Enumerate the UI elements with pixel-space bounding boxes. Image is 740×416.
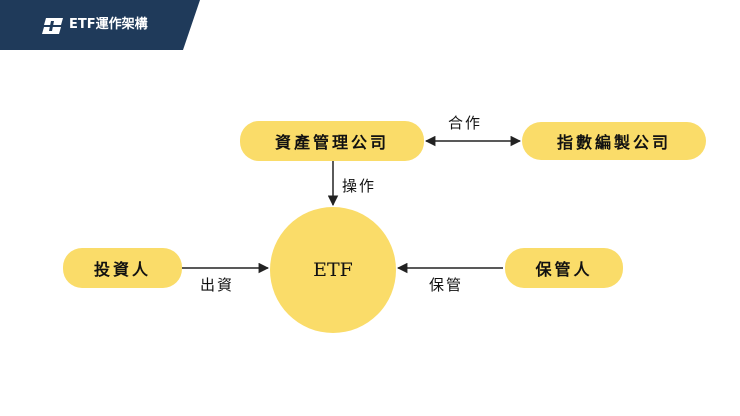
label-custody: 保管 [429, 276, 464, 294]
node-custodian: 保管人 [505, 248, 623, 288]
node-etf: ETF [270, 207, 396, 333]
label-cooperate: 合作 [448, 114, 483, 132]
label-operate: 操作 [342, 177, 377, 195]
label-invest: 出資 [200, 276, 235, 294]
header-title: ETF運作架構 [69, 17, 148, 32]
header-banner: ETF運作架構 [0, 0, 200, 50]
node-investor: 投資人 [63, 248, 182, 288]
node-asset-manager: 資產管理公司 [240, 121, 424, 161]
logo-icon [42, 18, 63, 34]
node-index-company: 指數編製公司 [522, 122, 706, 160]
